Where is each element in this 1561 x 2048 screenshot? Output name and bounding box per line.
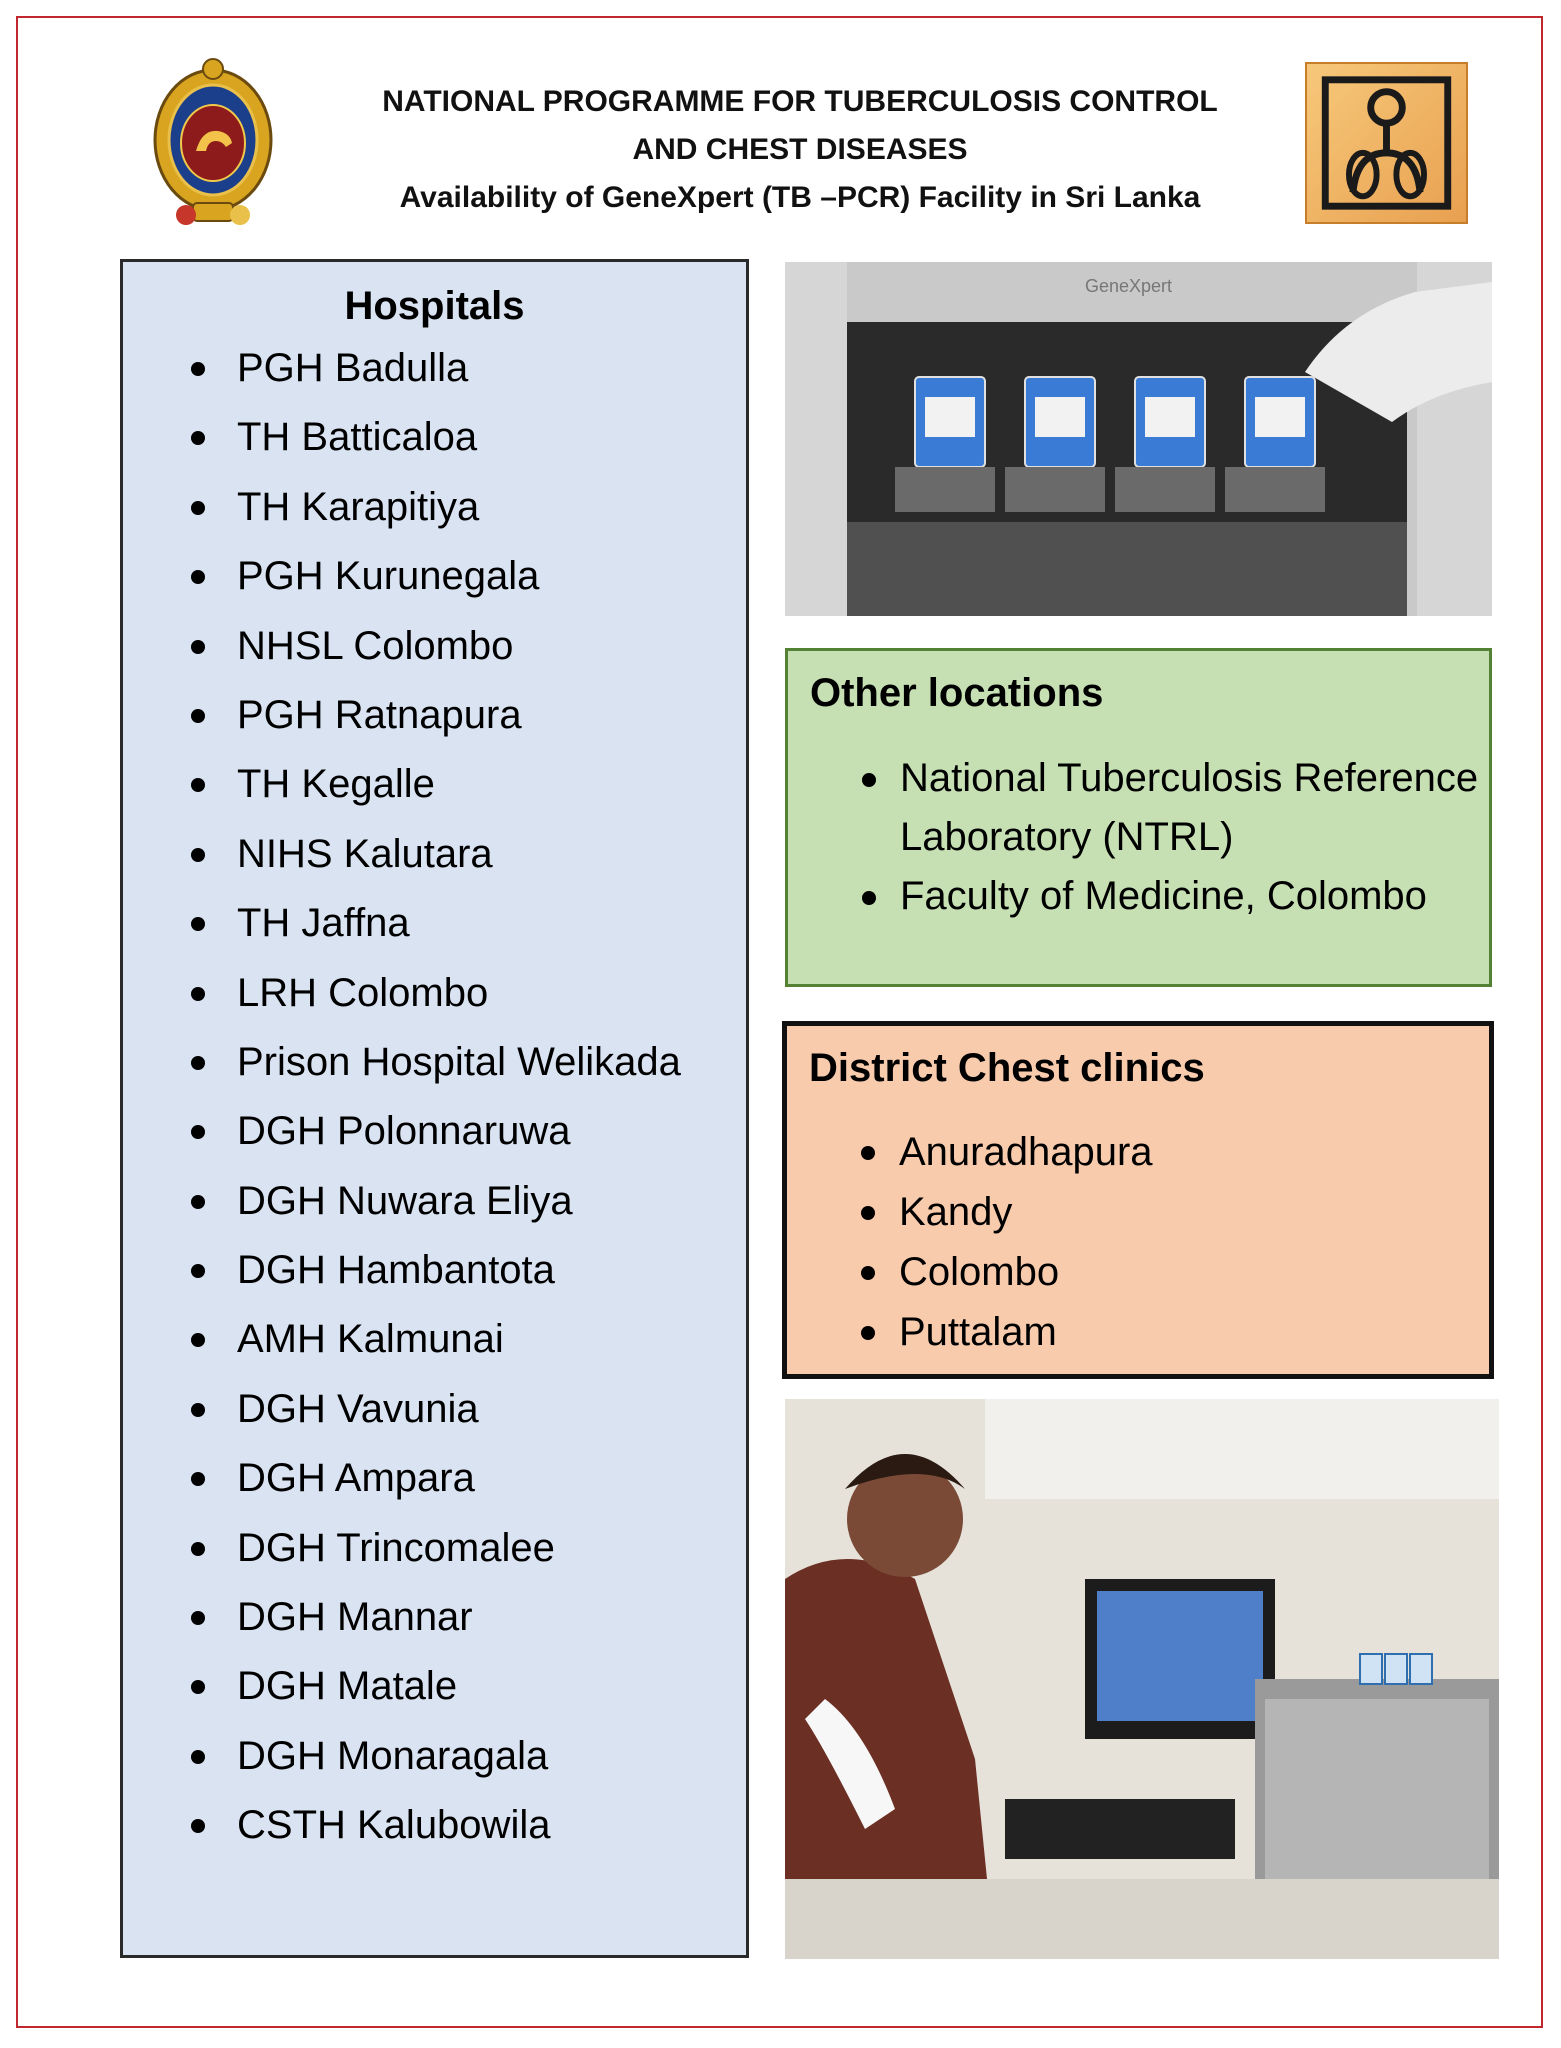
list-item: Puttalam <box>787 1302 1487 1362</box>
list-item: AMH Kalmunai <box>123 1315 681 1384</box>
list-item: DGH Polonnaruwa <box>123 1107 681 1176</box>
page-border <box>16 16 1543 2028</box>
list-item: NHSL Colombo <box>123 622 681 691</box>
list-item: Faculty of Medicine, Colombo <box>788 867 1488 926</box>
hospitals-title: Hospitals <box>344 284 525 328</box>
list-item: PGH Ratnapura <box>123 691 681 760</box>
other-locations-panel: Other locations National Tuberculosis Re… <box>785 648 1492 987</box>
list-item: DGH Vavunia <box>123 1385 681 1454</box>
list-item: National Tuberculosis Reference Laborato… <box>788 749 1488 867</box>
list-item: NIHS Kalutara <box>123 830 681 899</box>
list-item: TH Karapitiya <box>123 483 681 552</box>
laboratory-photo <box>785 1399 1499 1959</box>
district-chest-clinics-list: Anuradhapura Kandy Colombo Puttalam <box>787 1122 1487 1362</box>
list-item: DGH Trincomalee <box>123 1524 681 1593</box>
document-header: NATIONAL PROGRAMME FOR TUBERCULOSIS CONT… <box>290 78 1310 222</box>
tb-programme-logo-icon <box>1305 62 1468 224</box>
hospitals-panel: Hospitals PGH Badulla TH Batticaloa TH K… <box>120 259 749 1958</box>
hospital-list: PGH Badulla TH Batticaloa TH Karapitiya … <box>123 344 681 1871</box>
list-item: LRH Colombo <box>123 969 681 1038</box>
list-item: TH Batticaloa <box>123 413 681 482</box>
header-title-line1: NATIONAL PROGRAMME FOR TUBERCULOSIS CONT… <box>382 85 1218 118</box>
genexpert-machine-photo: GeneXpert <box>785 262 1492 616</box>
other-locations-title: Other locations <box>810 671 1104 715</box>
list-item: DGH Matale <box>123 1662 681 1731</box>
list-item: Kandy <box>787 1182 1487 1242</box>
list-item: TH Kegalle <box>123 760 681 829</box>
district-chest-clinics-panel: District Chest clinics Anuradhapura Kand… <box>782 1021 1494 1379</box>
list-item: Prison Hospital Welikada <box>123 1038 681 1107</box>
list-item: CSTH Kalubowila <box>123 1801 681 1870</box>
sri-lanka-emblem-icon <box>148 55 278 230</box>
list-item: DGH Hambantota <box>123 1246 681 1315</box>
list-item: DGH Nuwara Eliya <box>123 1177 681 1246</box>
list-item: PGH Kurunegala <box>123 552 681 621</box>
list-item: Colombo <box>787 1242 1487 1302</box>
list-item: Anuradhapura <box>787 1122 1487 1182</box>
list-item: TH Jaffna <box>123 899 681 968</box>
district-chest-clinics-title: District Chest clinics <box>809 1046 1205 1090</box>
other-locations-list: National Tuberculosis Reference Laborato… <box>788 749 1488 926</box>
header-subtitle: Availability of GeneXpert (TB –PCR) Faci… <box>399 181 1201 214</box>
list-item: DGH Ampara <box>123 1454 681 1523</box>
list-item: DGH Mannar <box>123 1593 681 1662</box>
list-item: DGH Monaragala <box>123 1732 681 1801</box>
machine-brand-label: GeneXpert <box>1085 276 1172 296</box>
header-title-line2: AND CHEST DISEASES <box>632 133 968 166</box>
list-item: PGH Badulla <box>123 344 681 413</box>
